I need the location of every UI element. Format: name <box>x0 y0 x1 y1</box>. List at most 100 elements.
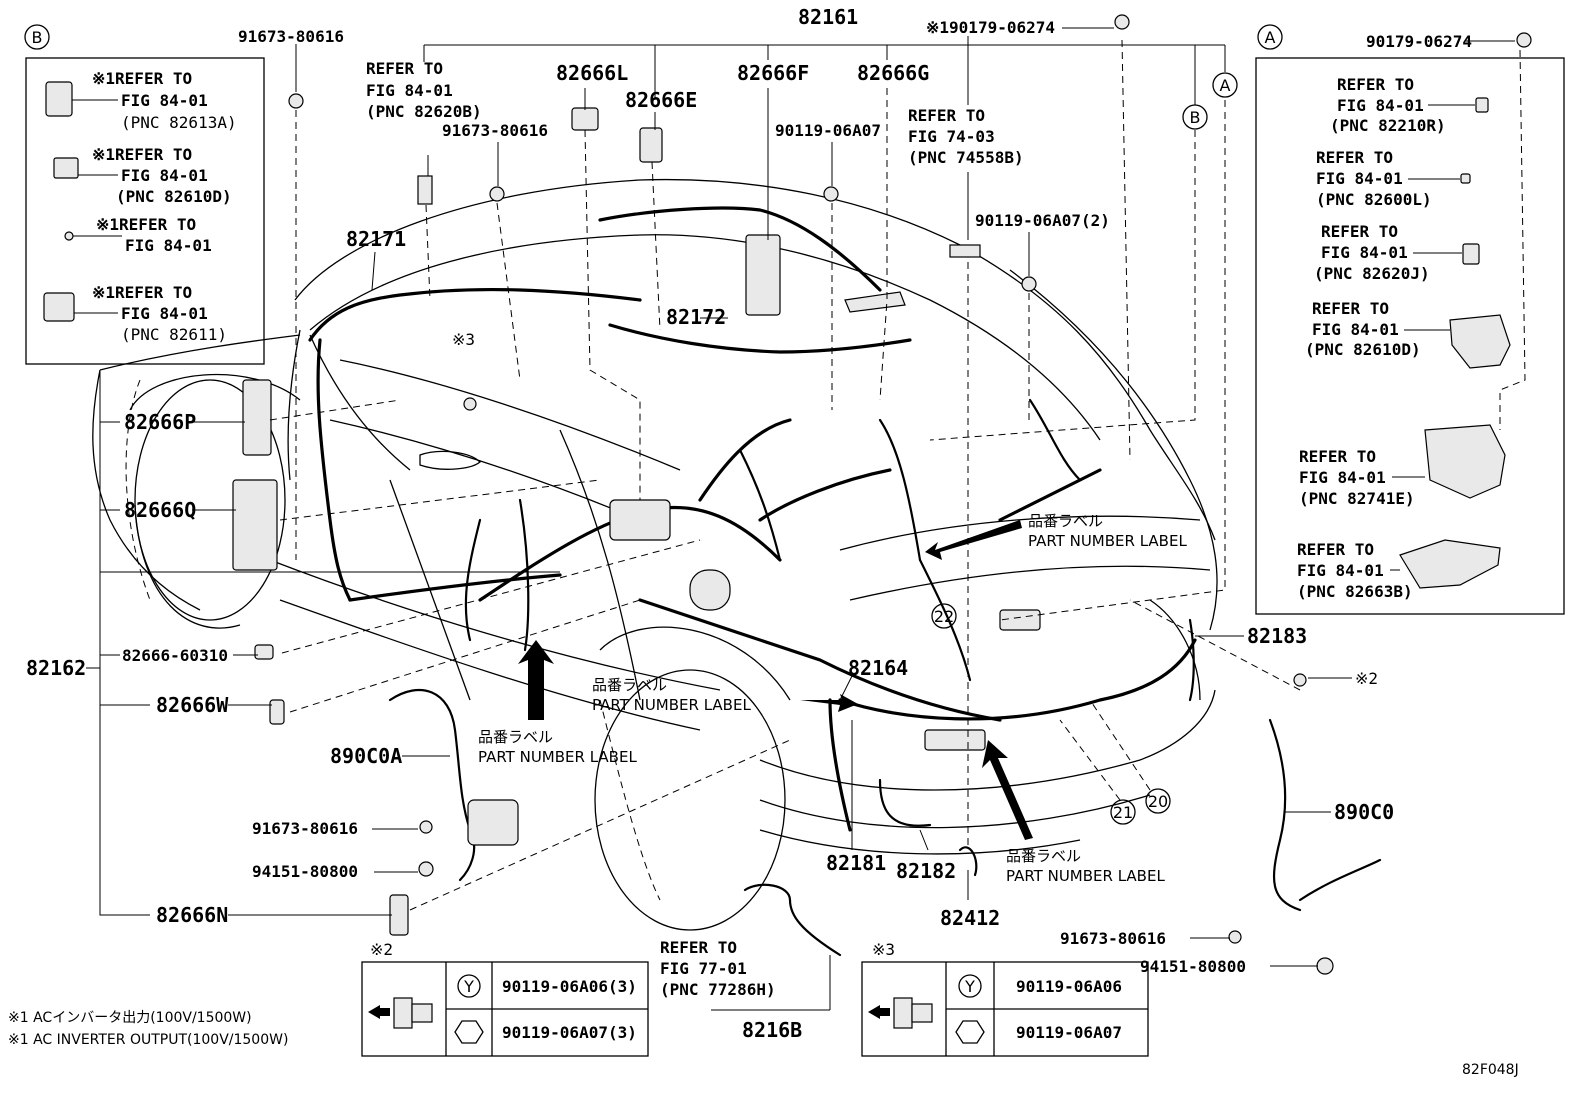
box-a-item1-line3: (PNC 82210R) <box>1330 116 1446 135</box>
callout-82412: 82412 <box>940 906 1000 930</box>
bolt-table-3-symbol: Y <box>964 977 975 996</box>
callout-82666Q: 82666Q <box>124 498 196 522</box>
callout-94151-right: 94151-80800 <box>1140 957 1246 976</box>
box-b: B ※1REFER TO FIG 84-01 (PNC 82613A) ※1RE… <box>24 24 265 365</box>
callout-82666N: 82666N <box>156 903 228 927</box>
callout-890C0: 890C0 <box>1334 800 1394 824</box>
callout-82172: 82172 <box>666 305 726 329</box>
circle-20: 20 <box>1148 792 1168 811</box>
callout-91673-top: 91673-80616 <box>238 27 344 46</box>
callout-82171: 82171 <box>346 227 406 251</box>
right-callouts: 82183 ※2 890C0 91673-80616 94151-80800 <box>1060 624 1394 976</box>
pnl3-jp: 品番ラベル <box>478 728 553 746</box>
box-b-item2-line3: (PNC 82610D) <box>116 187 232 206</box>
box-a-item1-line2: FIG 84-01 <box>1337 96 1424 115</box>
callout-82666G: 82666G <box>857 61 929 85</box>
note3-mid: ※3 <box>452 330 475 349</box>
box-a-item3-line2: FIG 84-01 <box>1321 243 1408 262</box>
box-a-item4-line3: (PNC 82610D) <box>1305 340 1421 359</box>
callout-82666L: 82666L <box>556 61 628 85</box>
box-b-item2-line1: ※1REFER TO <box>92 145 192 164</box>
box-a-item6-line2: FIG 84-01 <box>1297 561 1384 580</box>
dashed-leaders <box>125 39 1526 911</box>
box-a-item2-line3: (PNC 82600L) <box>1316 190 1432 209</box>
box-a-item3-line1: REFER TO <box>1321 222 1398 241</box>
bolt-table-2-row2: 90119-06A07(3) <box>502 1023 637 1042</box>
callout-leaders <box>86 27 1515 1011</box>
box-a-item5-line3: (PNC 82741E) <box>1299 489 1415 508</box>
box-a: A 90179-06274 REFER TO FIG 84-01 (PNC 82… <box>1255 24 1565 615</box>
box-b-item1-line1: ※1REFER TO <box>92 69 192 88</box>
circle-22: 22 <box>934 607 954 626</box>
box-b-item4-line3: (PNC 82611) <box>121 325 227 344</box>
callout-8216B: 8216B <box>742 1018 802 1042</box>
ref3-line2: FIG 77-01 <box>660 959 747 978</box>
box-a-item2-line2: FIG 84-01 <box>1316 169 1403 188</box>
box-a-item6-line1: REFER TO <box>1297 540 1374 559</box>
box-b-item4-line2: FIG 84-01 <box>121 304 208 323</box>
callout-82183: 82183 <box>1247 624 1307 648</box>
bolt-table-3-row1: 90119-06A06 <box>1016 977 1122 996</box>
ref3-line1: REFER TO <box>660 938 737 957</box>
box-a-item1-line1: REFER TO <box>1337 75 1414 94</box>
box-a-item6-line3: (PNC 82663B) <box>1297 582 1413 601</box>
callout-circle-a: A <box>1220 76 1231 95</box>
part-number-label-arrows <box>518 520 1033 840</box>
box-b-item1-line2: FIG 84-01 <box>121 91 208 110</box>
box-b-tag: B <box>32 28 43 47</box>
footnotes: ※1 ACインバータ出力(100V/1500W) ※1 AC INVERTER … <box>8 1010 1519 1078</box>
pnl3-en: PART NUMBER LABEL <box>478 748 637 766</box>
callout-82162: 82162 <box>26 656 86 680</box>
bolt-table-2-row1: 90119-06A06(3) <box>502 977 637 996</box>
box-a-bolt: 90179-06274 <box>1366 32 1472 51</box>
box-a-item4-line2: FIG 84-01 <box>1312 320 1399 339</box>
callout-circle-b: B <box>1190 108 1201 127</box>
ref2-line2: FIG 74-03 <box>908 127 995 146</box>
callout-890C0A: 890C0A <box>330 744 402 768</box>
footnote-en: ※1 AC INVERTER OUTPUT(100V/1500W) <box>8 1032 288 1048</box>
diagram-id: 82F048J <box>1462 1062 1519 1078</box>
part-number-labels: 品番ラベル PART NUMBER LABEL 品番ラベル PART NUMBE… <box>478 512 1187 885</box>
ref3-line3: (PNC 77286H) <box>660 980 776 999</box>
bolt-table-3-row2: 90119-06A07 <box>1016 1023 1122 1042</box>
callout-82666P: 82666P <box>124 410 196 434</box>
footnote-jp: ※1 ACインバータ出力(100V/1500W) <box>8 1010 252 1026</box>
callout-90119-top: 90119-06A07 <box>775 121 881 140</box>
pnl2-jp: 品番ラベル <box>592 676 667 694</box>
ref2-line3: (PNC 74558B) <box>908 148 1024 167</box>
box-a-tag: A <box>1265 28 1276 47</box>
box-a-item5-line1: REFER TO <box>1299 447 1376 466</box>
box-b-item3-line2: FIG 84-01 <box>125 236 212 255</box>
box-b-item3-line1: ※1REFER TO <box>96 215 196 234</box>
pnl1-jp: 品番ラベル <box>1028 512 1103 530</box>
ref2-line1: REFER TO <box>908 106 985 125</box>
pnl2-en: PART NUMBER LABEL <box>592 696 751 714</box>
box-a-item4-line1: REFER TO <box>1312 299 1389 318</box>
callout-82164: 82164 <box>848 656 908 680</box>
box-a-item3-line3: (PNC 82620J) <box>1314 264 1430 283</box>
callout-82181: 82181 <box>826 851 886 875</box>
callout-91673-left: 91673-80616 <box>252 819 358 838</box>
bolt-icon <box>288 14 1532 975</box>
callout-82182: 82182 <box>896 859 956 883</box>
callout-91673-mid: 91673-80616 <box>442 121 548 140</box>
bottom-callouts: 82164 82181 82182 82412 8216B REFER TO F… <box>660 603 1171 1042</box>
pnl1-en: PART NUMBER LABEL <box>1028 532 1187 550</box>
bolt-table-2-symbol: Y <box>463 977 474 996</box>
ref1-line3: (PNC 82620B) <box>366 102 482 121</box>
callout-82666F: 82666F <box>737 61 809 85</box>
box-b-item4-line1: ※1REFER TO <box>92 283 192 302</box>
pnl4-en: PART NUMBER LABEL <box>1006 867 1165 885</box>
left-callouts: 82666P 82666Q 82162 82666-60310 82666W 8… <box>26 410 402 927</box>
box-b-item2-line2: FIG 84-01 <box>121 166 208 185</box>
callout-bolt-top: ※190179-06274 <box>926 18 1055 37</box>
note2-right: ※2 <box>1355 669 1378 688</box>
wire-harness <box>308 206 1382 957</box>
box-b-item1-line3: (PNC 82613A) <box>121 113 237 132</box>
circle-21: 21 <box>1113 803 1133 822</box>
callout-82666-60310: 82666-60310 <box>122 646 228 665</box>
top-callouts: 82161 ※190179-06274 A B REFER TO FIG 84-… <box>238 5 1238 349</box>
callout-90119-2: 90119-06A07(2) <box>975 211 1110 230</box>
callout-82161: 82161 <box>798 5 858 29</box>
